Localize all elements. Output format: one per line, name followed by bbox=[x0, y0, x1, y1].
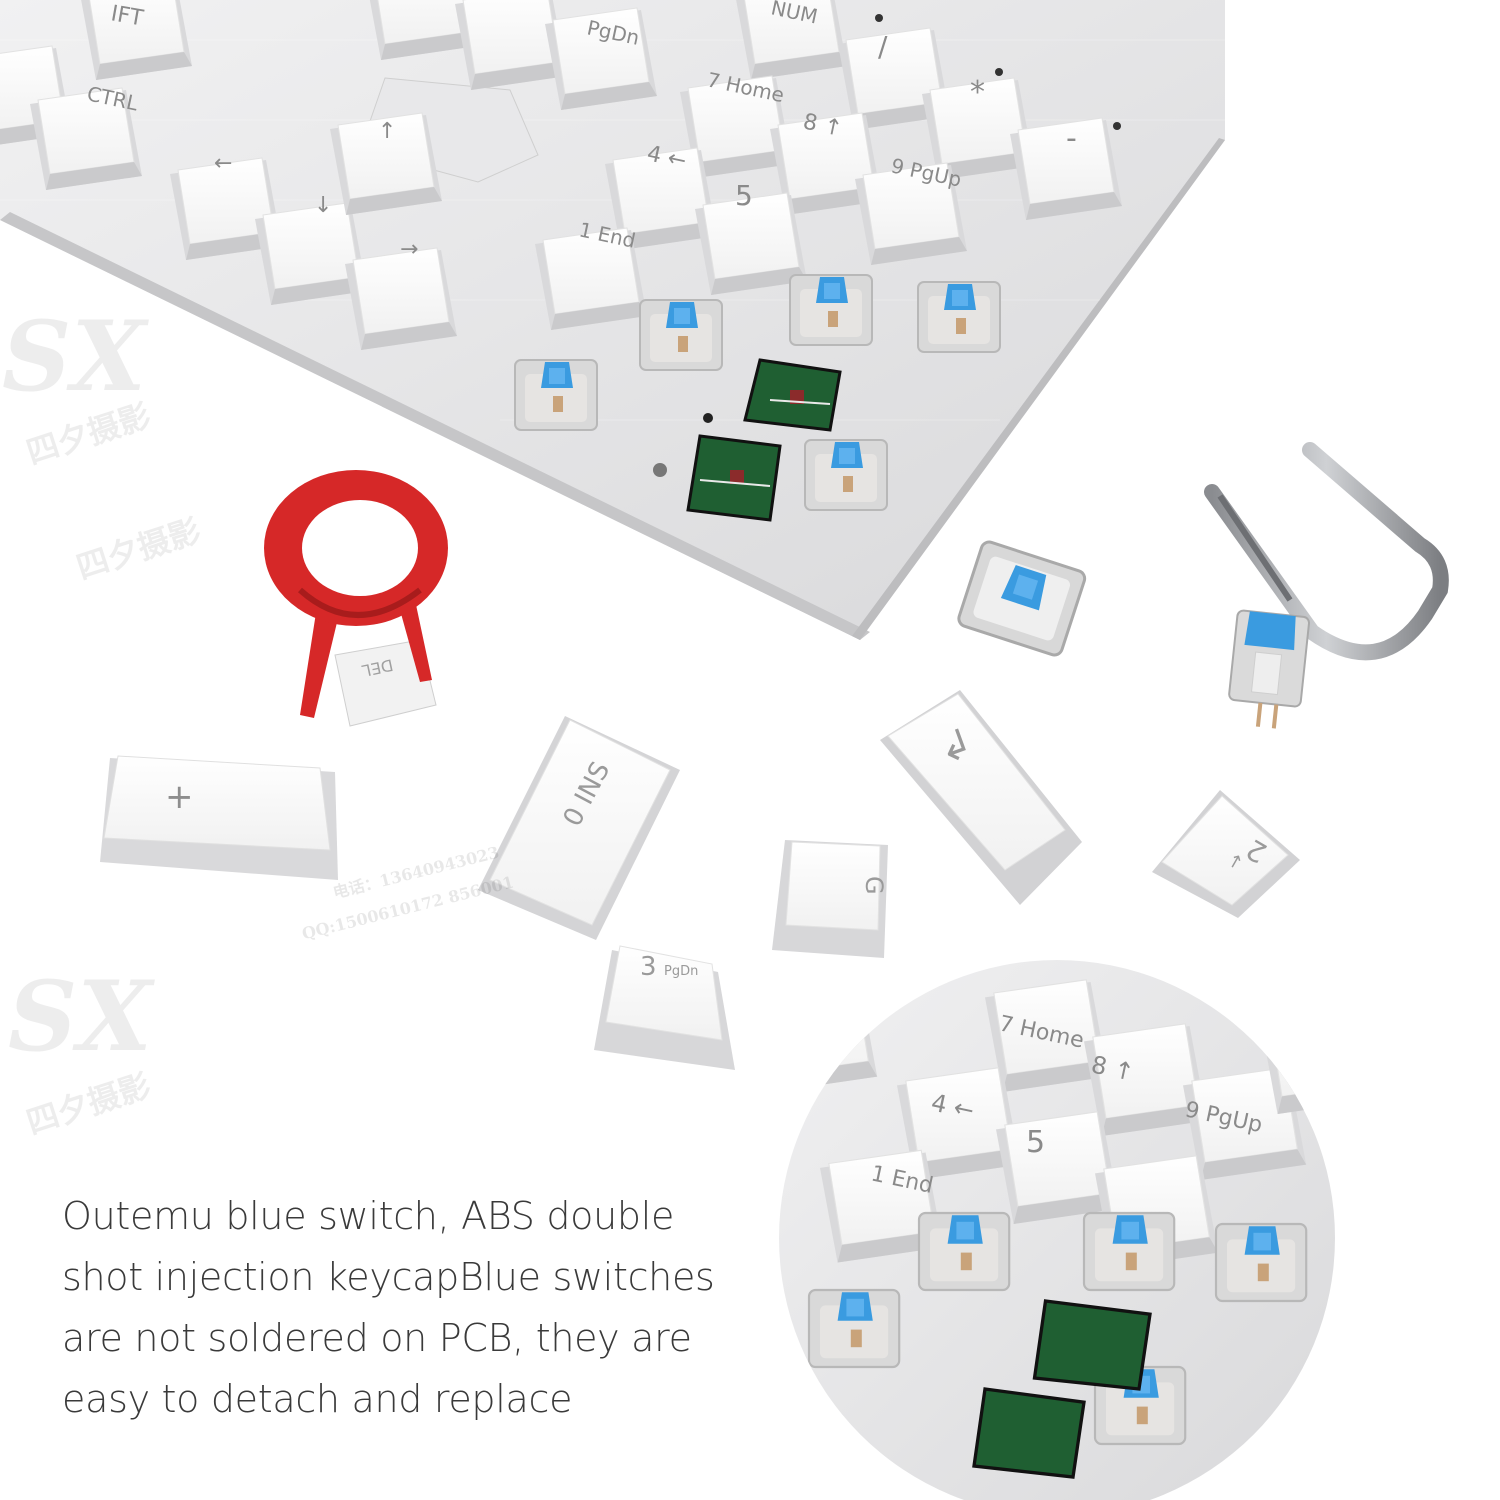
g-legend: G bbox=[860, 876, 888, 895]
caption-line-1: Outemu blue switch, ABS double bbox=[62, 1194, 675, 1238]
keycap-3: 3 PgDn bbox=[594, 945, 735, 1070]
zoom-circle: 7 Home 8 ↑ 9 PgUp 4 ← 5 1 End bbox=[775, 956, 1339, 1500]
caption-line-2: shot injection keycapBlue switches bbox=[62, 1255, 715, 1299]
legend-slash: / bbox=[878, 30, 888, 63]
legend-up: ↑ bbox=[378, 119, 396, 144]
loose-switch bbox=[957, 540, 1087, 657]
switch-puller bbox=[1204, 442, 1449, 729]
pcb-slots bbox=[686, 358, 842, 522]
keycap-puller: DEL bbox=[264, 470, 448, 727]
caption-line-3: are not soldered on PCB, they are bbox=[62, 1316, 692, 1360]
legend-left: ← bbox=[214, 151, 232, 176]
plus-legend: + bbox=[165, 777, 194, 817]
legend-shift: IFT bbox=[109, 1, 146, 31]
caption-line-4: easy to detach and replace bbox=[62, 1377, 573, 1421]
zoom-legend-5: 5 bbox=[1026, 1125, 1045, 1160]
legend-5: 5 bbox=[735, 179, 753, 212]
keycap-plus: + bbox=[100, 755, 338, 880]
keycap-g: G bbox=[772, 840, 888, 958]
three-legend: 3 bbox=[640, 952, 657, 982]
product-caption: Outemu blue switch, ABS double shot inje… bbox=[62, 1186, 742, 1430]
keycap-2: 2 ↓ bbox=[1152, 790, 1300, 918]
legend-star: * bbox=[970, 75, 985, 110]
watermark-logo: SX bbox=[2, 300, 146, 413]
keycap-enter: ↲ bbox=[880, 690, 1082, 905]
three-sub-legend: PgDn bbox=[664, 964, 698, 979]
legend-down: ↓ bbox=[314, 193, 332, 218]
keycap-ins: 0 INS bbox=[478, 716, 680, 940]
legend-minus: - bbox=[1066, 121, 1077, 156]
watermark-logo-2: SX bbox=[8, 960, 152, 1073]
legend-right: → bbox=[400, 237, 418, 262]
